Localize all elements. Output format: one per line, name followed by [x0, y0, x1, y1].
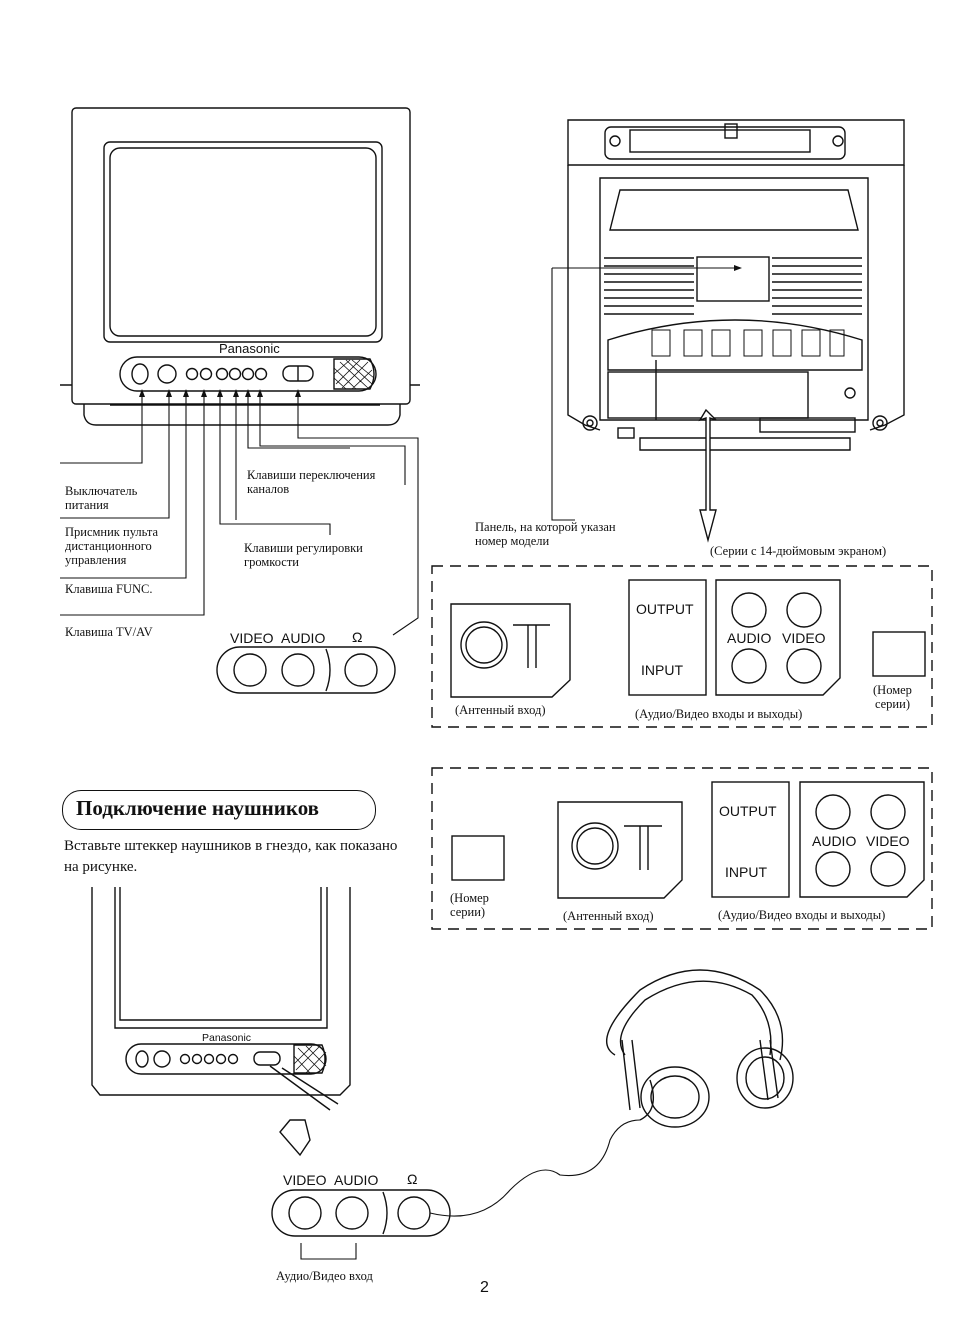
- box2-antenna-caption: (Антенный вход): [563, 909, 654, 923]
- series-14-label: (Серии с 14-дюймовым экраном): [710, 544, 887, 558]
- box1-audio: AUDIO: [727, 630, 772, 646]
- jack2-video-label: VIDEO: [283, 1172, 327, 1188]
- box2-av-caption: (Аудио/Видео входы и выходы): [718, 908, 886, 922]
- jack-audio-label: AUDIO: [281, 630, 326, 646]
- tv-back-illustration: [551, 119, 905, 543]
- section-title: Подключение наушников: [76, 796, 320, 820]
- box2-serial-caption: (Номер серии): [450, 891, 489, 919]
- page-number: 2: [480, 1279, 489, 1296]
- box1-video: VIDEO: [782, 630, 826, 646]
- headphone-symbol: Ω: [352, 629, 363, 645]
- box2-input: INPUT: [725, 864, 767, 880]
- speaker-grille: [333, 358, 375, 390]
- volume-keys-label: Клавиши регулировки громкости: [244, 541, 363, 569]
- channel-keys-label: Клавиши переключения каналов: [247, 468, 376, 496]
- remote-receiver-label: Присмник пульта дистанционного управлени…: [65, 525, 159, 567]
- model-panel-label: Панель, на которой указан номер модели: [475, 520, 616, 548]
- box1-output: OUTPUT: [636, 601, 694, 617]
- small-tv-brand: Panasonic: [202, 1032, 252, 1044]
- section-title-frame: [62, 790, 376, 830]
- tvav-key-label: Клавиша TV/AV: [65, 625, 153, 639]
- connector-box-1: [431, 565, 933, 728]
- front-callouts: [60, 389, 419, 636]
- power-switch-label: Выключатель питания: [65, 484, 138, 512]
- box1-av-caption: (Аудио/Видео входы и выходы): [635, 707, 803, 721]
- jack2-audio-label: AUDIO: [334, 1172, 379, 1188]
- box2-audio: AUDIO: [812, 833, 857, 849]
- jack2-headphone-symbol: Ω: [407, 1171, 418, 1187]
- box2-video: VIDEO: [866, 833, 910, 849]
- box1-input: INPUT: [641, 662, 683, 678]
- brand-label: Panasonic: [219, 341, 280, 356]
- jack-video-label: VIDEO: [230, 630, 274, 646]
- jack-panel-bottom: [271, 1189, 451, 1260]
- connector-box-2: [431, 767, 933, 930]
- headphones-illustration: [429, 969, 794, 1217]
- tv-small-illustration: [91, 887, 351, 1157]
- tv-front-illustration: [60, 107, 420, 426]
- instruction-text: Вставьте штеккер наушников в гнездо, как…: [64, 838, 398, 875]
- jack-panel-top: [216, 646, 396, 694]
- box1-antenna-caption: (Антенный вход): [455, 703, 546, 717]
- func-key-label: Клавиша FUNC.: [65, 582, 153, 596]
- box2-output: OUTPUT: [719, 803, 777, 819]
- box1-serial-caption: (Номер серии): [873, 683, 912, 711]
- av-input-caption: Аудио/Видео вход: [276, 1269, 373, 1283]
